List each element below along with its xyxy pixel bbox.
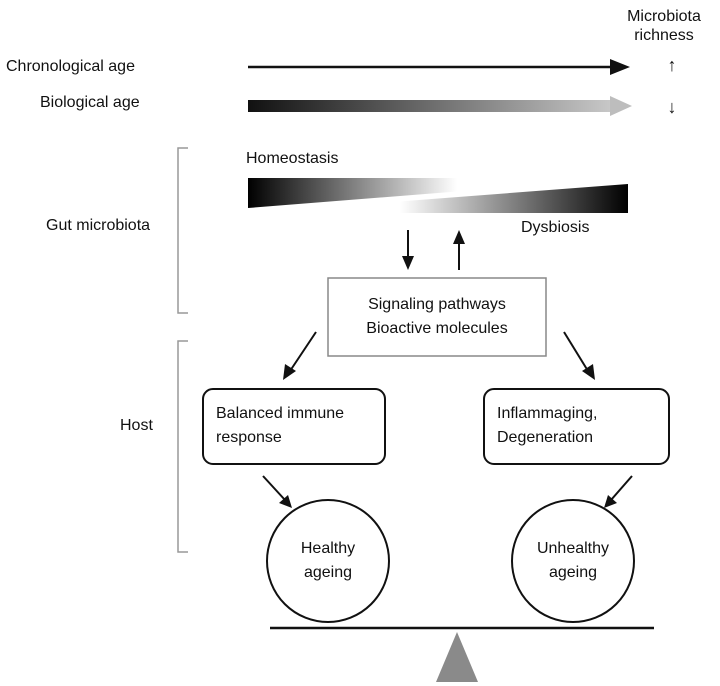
signaling-box-text: Signaling pathways Bioactive molecules: [328, 293, 546, 341]
richness-title-line1: Microbiota: [627, 8, 701, 25]
healthy-ageing-circle: [266, 499, 390, 623]
inflammaging-line1: Inflammaging,: [497, 405, 598, 422]
dysbiosis-label: Dysbiosis: [521, 219, 590, 236]
arrow-to-unhealthy: [604, 475, 633, 508]
healthy-line2: ageing: [303, 564, 353, 581]
balanced-immune-line2: response: [216, 429, 282, 446]
microbiota-richness-title: Microbiota richness: [614, 7, 714, 45]
inflammaging-text: Inflammaging, Degeneration: [497, 402, 662, 450]
balanced-immune-text: Balanced immune response: [216, 402, 381, 450]
richness-up-icon: ↑: [667, 55, 677, 75]
richness-down-icon: ↓: [667, 97, 677, 117]
homeostasis-dysbiosis-bar: [248, 178, 628, 213]
healthy-ageing-text: Healthy ageing: [268, 537, 388, 585]
arrow-to-healthy: [262, 475, 292, 508]
balanced-immune-box: [202, 388, 386, 465]
chronological-age-label: Chronological age: [6, 58, 135, 75]
balanced-immune-line1: Balanced immune: [216, 405, 345, 422]
chronological-age-arrow: [248, 59, 630, 75]
unhealthy-line1: Unhealthy: [536, 540, 610, 557]
fulcrum-triangle: [436, 632, 478, 682]
down-arrow: [402, 230, 414, 270]
unhealthy-ageing-circle: [511, 499, 635, 623]
arrow-to-inflammaging: [563, 331, 595, 380]
gut-microbiota-bracket: [177, 147, 188, 314]
up-arrow: [453, 230, 465, 270]
unhealthy-ageing-text: Unhealthy ageing: [513, 537, 633, 585]
signaling-box: [327, 277, 547, 357]
healthy-line1: Healthy: [300, 540, 356, 557]
arrow-to-balanced-immune: [283, 331, 317, 380]
biological-age-label: Biological age: [40, 94, 140, 111]
signaling-line1: Signaling pathways: [368, 296, 506, 313]
richness-title-line2: richness: [634, 27, 694, 44]
homeostasis-label: Homeostasis: [246, 150, 339, 167]
inflammaging-line2: Degeneration: [497, 429, 594, 446]
biological-age-arrow: [248, 96, 632, 116]
signaling-line2: Bioactive molecules: [366, 320, 508, 337]
inflammaging-box: [483, 388, 670, 465]
unhealthy-line2: ageing: [548, 564, 598, 581]
gut-microbiota-label: Gut microbiota: [46, 217, 151, 234]
host-bracket: [177, 340, 188, 553]
host-label: Host: [120, 417, 153, 434]
